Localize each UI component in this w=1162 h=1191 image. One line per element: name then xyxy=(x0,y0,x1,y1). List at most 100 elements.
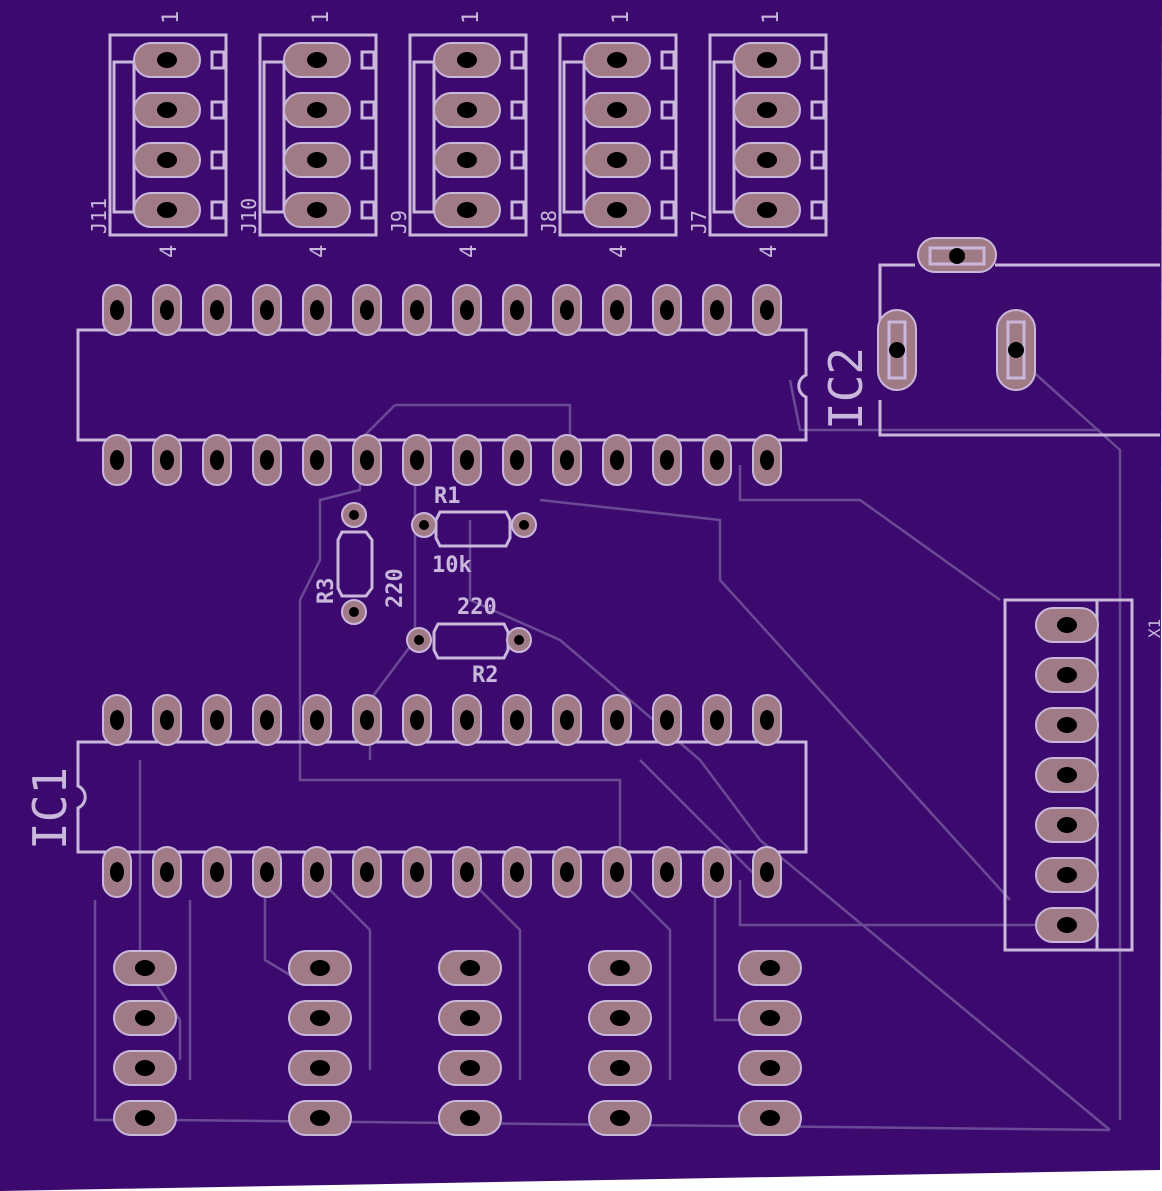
x1-pin-drill xyxy=(1057,767,1077,783)
x1-pin-drill xyxy=(1057,817,1077,833)
r3-footprint xyxy=(336,502,374,625)
ic2-label: IC2 xyxy=(819,347,873,430)
pin-1-label: 1 xyxy=(309,11,334,24)
regulator-outline xyxy=(878,400,1160,437)
connector-pin-drill xyxy=(457,202,477,218)
connector-key xyxy=(810,150,826,170)
connector-label: J8 xyxy=(537,210,561,234)
r3-label: R3 xyxy=(314,578,339,605)
r2-drill xyxy=(414,635,424,645)
ic1-pin-drill xyxy=(710,862,724,882)
connector-pin-drill xyxy=(607,102,627,118)
x1-pin-drill xyxy=(1057,917,1077,933)
ic2-pin-drill xyxy=(760,300,774,320)
regulator-footprint xyxy=(877,237,1160,437)
trace xyxy=(713,880,740,1022)
ic2-pin-drill xyxy=(160,450,174,470)
connector-key xyxy=(510,200,526,220)
pin-4-label: 4 xyxy=(757,245,782,258)
ic1-pin-drill xyxy=(560,862,574,882)
connector-latch xyxy=(562,60,586,214)
connector-j11: 1 4 J11 xyxy=(87,11,228,258)
connector-key xyxy=(660,100,676,120)
connector-pin-drill xyxy=(457,102,477,118)
ic2-footprint xyxy=(76,328,808,442)
trace xyxy=(395,403,572,440)
connector-label: J10 xyxy=(237,198,261,234)
bottom-connector-drill xyxy=(310,960,330,976)
trace xyxy=(468,520,1111,1131)
r2-value: 220 xyxy=(457,595,497,620)
ic2-pin-drill xyxy=(260,450,274,470)
trace xyxy=(1019,359,1122,1120)
x1-pin-drill xyxy=(1057,867,1077,883)
connector-pin-drill xyxy=(307,152,327,168)
r3-drill xyxy=(349,510,359,520)
ic2-pin-drill xyxy=(210,450,224,470)
ic2-pin-drill xyxy=(360,450,374,470)
x1-pin-drill xyxy=(1057,617,1077,633)
bottom-connector-drill xyxy=(310,1110,330,1126)
trace xyxy=(263,880,291,977)
connector-key xyxy=(810,50,826,70)
ic1-pin-drill xyxy=(360,710,374,730)
ic1-pin-drill xyxy=(410,862,424,882)
ic2-pin-drill xyxy=(510,450,524,470)
ic2-pin-drill xyxy=(610,450,624,470)
ic1-pin-drill xyxy=(460,710,474,730)
ic1-pin-drill xyxy=(210,710,224,730)
ic1-pin-drill xyxy=(610,862,624,882)
bottom-connector-drill xyxy=(610,1060,630,1076)
connector-label: J9 xyxy=(387,210,411,234)
trace xyxy=(319,879,372,1070)
connector-pin-drill xyxy=(457,52,477,68)
pin-4-label: 4 xyxy=(457,245,482,258)
ic1-pin-drill xyxy=(660,862,674,882)
connector-key xyxy=(510,100,526,120)
ic2-pin-drill xyxy=(660,450,674,470)
connector-key xyxy=(510,150,526,170)
pin-4-label: 4 xyxy=(157,245,182,258)
trace xyxy=(619,879,672,1080)
pin-1-label: 1 xyxy=(159,11,184,24)
bottom-connector-drill xyxy=(135,1110,155,1126)
connector-key xyxy=(810,100,826,120)
ic2-pin-drill xyxy=(410,450,424,470)
ic2-pin-drill xyxy=(160,300,174,320)
ic2-pin-drill xyxy=(310,300,324,320)
connector-key xyxy=(660,150,676,170)
connector-label: J11 xyxy=(87,198,111,234)
ic2-pin-drill xyxy=(460,450,474,470)
trace xyxy=(738,880,1040,927)
pin-1-label: 1 xyxy=(759,11,784,24)
r3-value: 220 xyxy=(383,568,408,608)
connector-pin-drill xyxy=(607,52,627,68)
ic1-pin-drill xyxy=(210,862,224,882)
connector-pin-drill xyxy=(307,52,327,68)
ic1-pin-drill xyxy=(610,710,624,730)
connector-pin-drill xyxy=(607,152,627,168)
connector-key xyxy=(810,200,826,220)
bottom-connector-drill xyxy=(760,960,780,976)
ic1-pin-drill xyxy=(160,862,174,882)
connector-key xyxy=(210,100,226,120)
ic2-pins xyxy=(102,284,782,486)
connector-pin-drill xyxy=(757,52,777,68)
ic1-pin-drill xyxy=(710,710,724,730)
bottom-connector-drill xyxy=(460,1010,480,1026)
ic2-outline xyxy=(76,328,808,442)
r2-label: R2 xyxy=(472,663,499,688)
ic1-pin-drill xyxy=(260,862,274,882)
x1-label: X1 xyxy=(1145,619,1162,638)
ic1-pin-drill xyxy=(160,710,174,730)
connector-pin-drill xyxy=(157,202,177,218)
ic2-pin-drill xyxy=(610,300,624,320)
ic2-pin-drill xyxy=(560,450,574,470)
trace xyxy=(539,498,1011,901)
x1-pin-drill xyxy=(1057,667,1077,683)
connector-pin-drill xyxy=(307,102,327,118)
pin-1-label: 1 xyxy=(459,11,484,24)
